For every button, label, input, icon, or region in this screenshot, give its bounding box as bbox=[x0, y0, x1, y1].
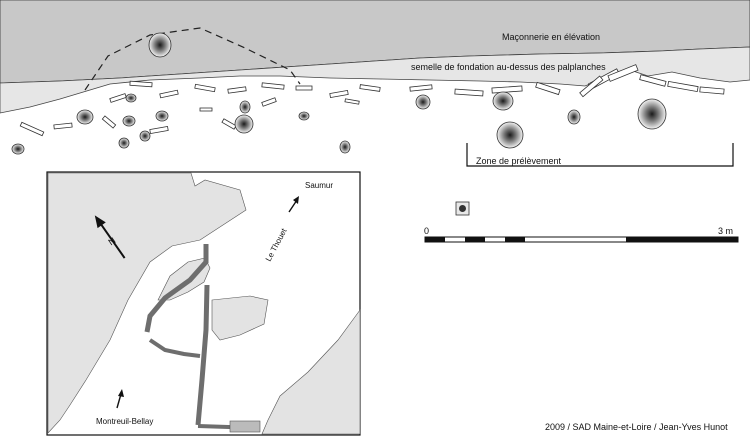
saumur-label: Saumur bbox=[305, 181, 333, 190]
scale-bar bbox=[424, 236, 739, 243]
post-hole bbox=[148, 32, 172, 58]
sample-dot bbox=[459, 205, 466, 212]
montreuil-arrow-icon bbox=[116, 389, 124, 409]
inset-land-east bbox=[211, 295, 269, 341]
foundation-label: semelle de fondation au-dessus des palpl… bbox=[411, 62, 606, 72]
credit-text: 2009 / SAD Maine-et-Loire / Jean-Yves Hu… bbox=[545, 422, 728, 432]
sampling-zone-label: Zone de prélèvement bbox=[476, 156, 562, 166]
post-hole bbox=[496, 121, 524, 149]
post-hole bbox=[339, 140, 351, 154]
inset-land-west bbox=[47, 172, 247, 434]
post-hole bbox=[239, 100, 251, 114]
inset-map: N Saumur Le Thouet Montreuil-Bellay bbox=[46, 171, 361, 436]
post-hole bbox=[122, 115, 136, 127]
sampling-zone-bracket bbox=[466, 143, 734, 167]
saumur-arrow-icon bbox=[288, 196, 299, 213]
post-hole bbox=[567, 109, 581, 125]
inset-building bbox=[229, 420, 261, 433]
post-hole bbox=[125, 93, 137, 103]
post-hole bbox=[234, 114, 254, 134]
north-arrow: N bbox=[94, 215, 126, 259]
dashed-outline bbox=[84, 27, 301, 91]
post-hole bbox=[118, 137, 130, 149]
inset-land-southeast bbox=[261, 309, 361, 435]
montreuil-label: Montreuil-Bellay bbox=[96, 417, 153, 426]
post-holes bbox=[11, 32, 667, 155]
foundation-area bbox=[0, 46, 750, 114]
post-hole bbox=[637, 98, 667, 130]
post-hole bbox=[415, 94, 431, 110]
north-label: N bbox=[106, 235, 117, 247]
scale-end-label: 3 m bbox=[718, 226, 733, 236]
post-hole bbox=[139, 130, 151, 142]
post-hole bbox=[155, 110, 169, 122]
post-hole bbox=[76, 109, 94, 125]
scale-start-label: 0 bbox=[424, 226, 429, 236]
post-hole bbox=[11, 143, 25, 155]
post-hole bbox=[492, 91, 514, 111]
post-hole bbox=[298, 111, 310, 121]
plank-fragments bbox=[19, 64, 725, 137]
masonry-label: Maçonnerie en élévation bbox=[502, 32, 600, 42]
